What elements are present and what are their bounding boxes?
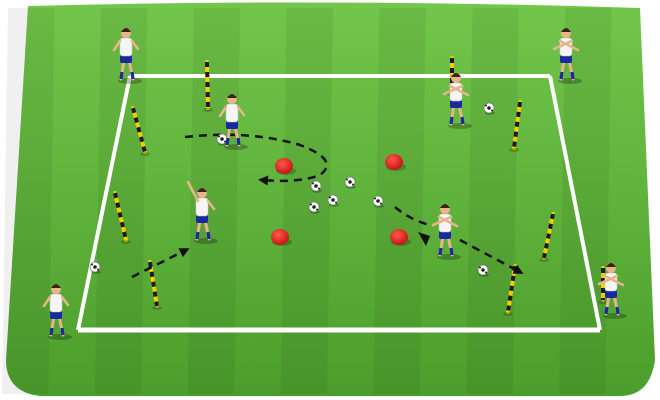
grass-stripe	[466, 8, 518, 394]
grass-stripe	[188, 8, 240, 394]
grass-stripe	[281, 8, 333, 394]
grass-stripe	[559, 8, 611, 394]
grass-stripe	[2, 8, 54, 394]
